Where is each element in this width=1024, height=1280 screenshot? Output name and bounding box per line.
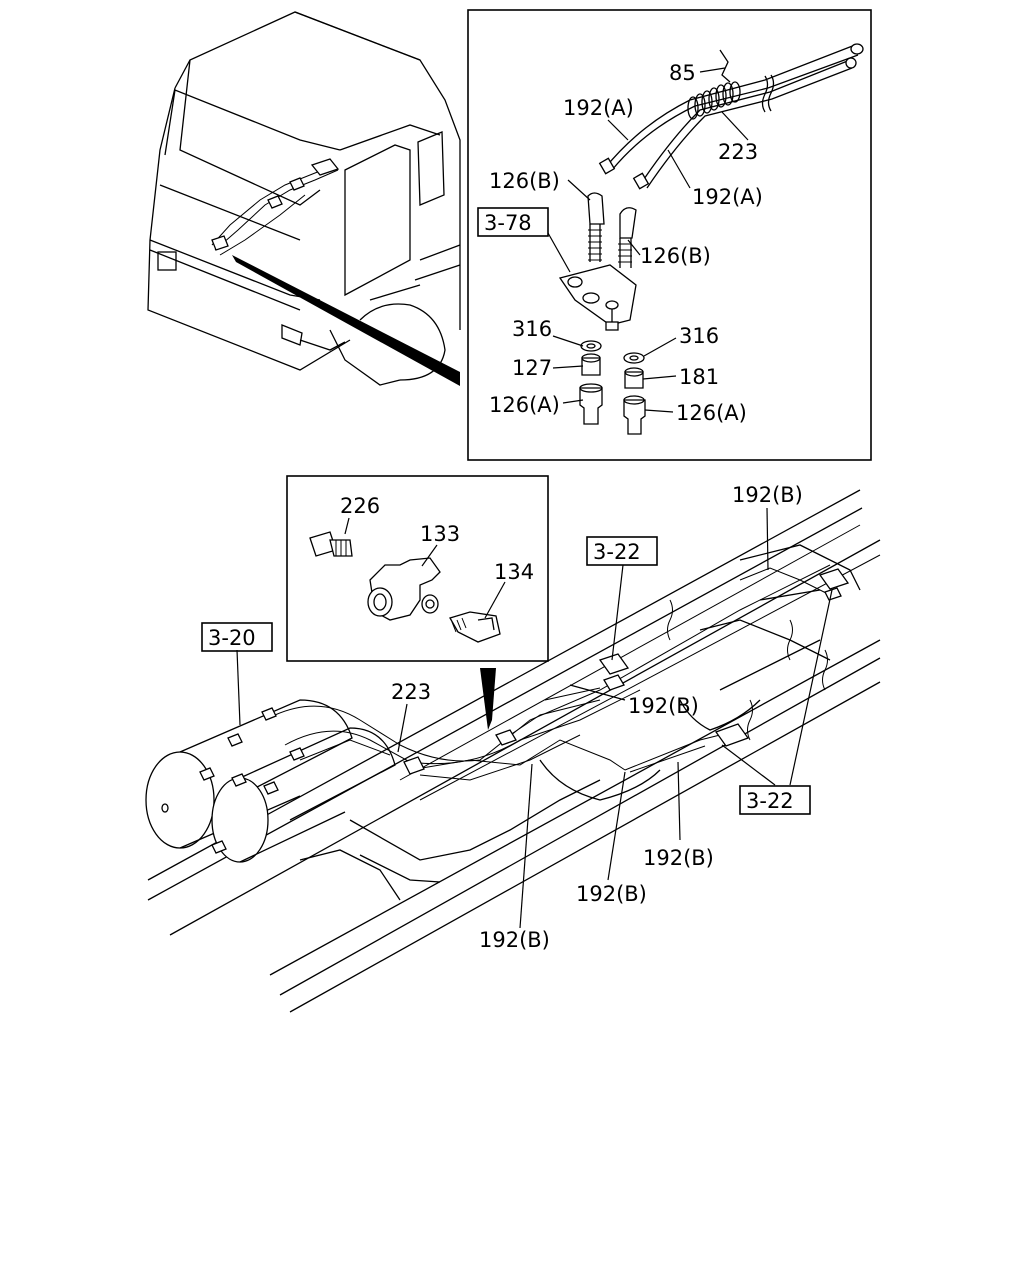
air-tank-left <box>145 699 353 849</box>
callout-134: 134 <box>494 560 534 584</box>
callout-192b-r1: 192(B) <box>643 846 714 870</box>
reference-box-3-22-bottom <box>739 785 811 815</box>
reference-box-3-20 <box>201 622 273 652</box>
reference-box-3-22-top <box>586 536 658 566</box>
callout-181: 181 <box>679 365 719 389</box>
callout-192a-right: 192(A) <box>692 185 763 209</box>
callout-316-right: 316 <box>679 324 719 348</box>
detail-frame-top <box>467 9 872 461</box>
callout-226: 226 <box>340 494 380 518</box>
reference-3-22-top: 3-22 <box>593 540 641 564</box>
chassis-leaders <box>236 507 833 929</box>
reference-3-20: 3-20 <box>208 626 256 650</box>
callout-127: 127 <box>512 356 552 380</box>
chassis-drawing <box>145 489 881 1013</box>
detail-frame-middle <box>286 475 549 662</box>
detail-middle-leaders <box>344 517 506 619</box>
callout-85: 85 <box>669 61 696 85</box>
truck-cab-drawing <box>147 11 461 386</box>
air-tank-right <box>211 727 396 863</box>
callout-316-left: 316 <box>512 317 552 341</box>
callout-223-top: 223 <box>718 140 758 164</box>
callout-192b-top: 192(B) <box>732 483 803 507</box>
detail-top-leaders <box>547 67 749 413</box>
detail-middle-drawing <box>309 531 501 643</box>
callout-192b-mid: 192(B) <box>628 694 699 718</box>
callout-133: 133 <box>420 522 460 546</box>
detail-top-drawing <box>558 43 864 435</box>
callout-126a-left: 126(A) <box>489 393 560 417</box>
callout-192b-r2: 192(B) <box>576 882 647 906</box>
reference-3-78: 3-78 <box>484 211 532 235</box>
callout-126b-right: 126(B) <box>640 244 711 268</box>
reference-3-22-bottom: 3-22 <box>746 789 794 813</box>
callout-192b-bottom: 192(B) <box>479 928 550 952</box>
callout-126a-right: 126(A) <box>676 401 747 425</box>
callout-126b-left: 126(B) <box>489 169 560 193</box>
callout-192a-top: 192(A) <box>563 96 634 120</box>
reference-box-3-78 <box>477 207 549 237</box>
pointer-arrow <box>480 668 496 730</box>
callout-223-bottom: 223 <box>391 680 431 704</box>
coil-wrap <box>687 81 741 120</box>
